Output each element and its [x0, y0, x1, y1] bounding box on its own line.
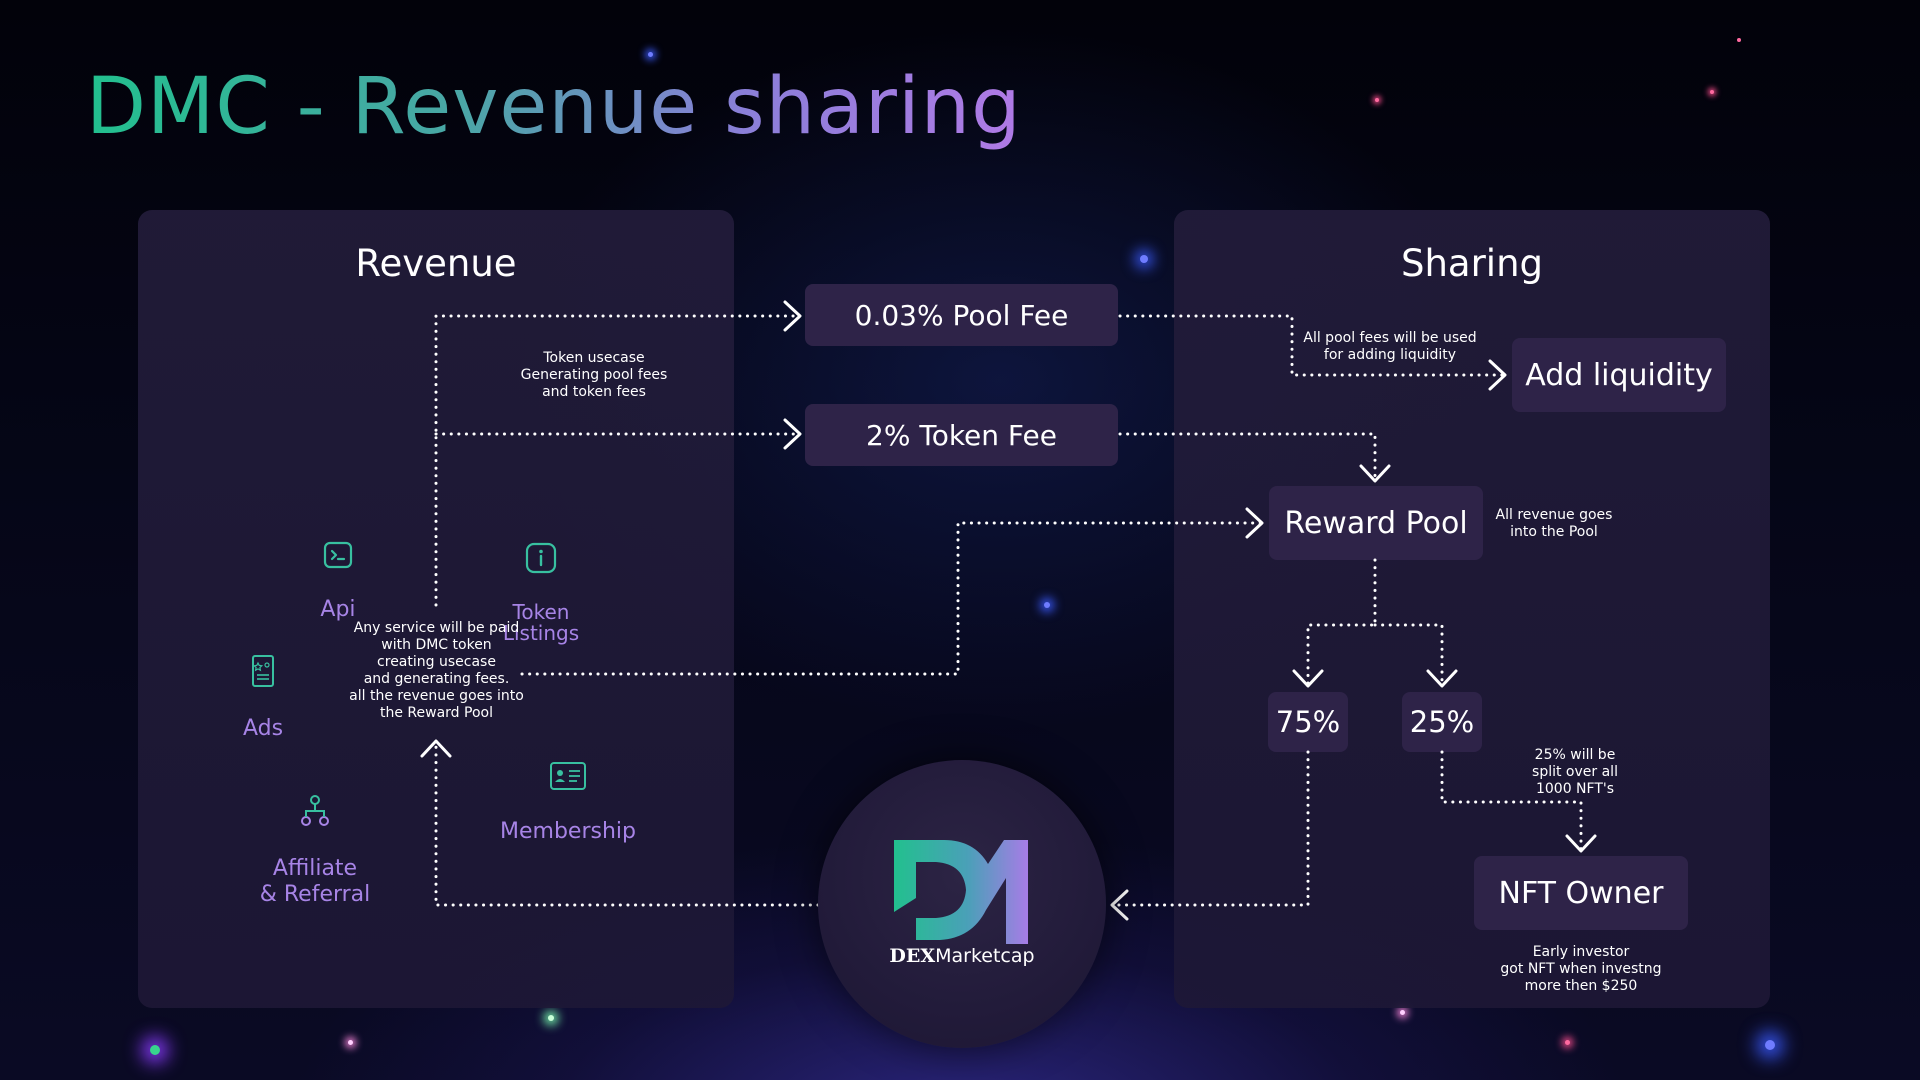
- split-75-box: 75%: [1268, 692, 1348, 752]
- service-token-listings-label: Token Listings: [502, 600, 580, 645]
- service-membership-label: Membership: [500, 819, 636, 844]
- reward-pool-note: All revenue goes into the Pool: [1495, 507, 1613, 540]
- service-api-label: Api: [320, 597, 356, 622]
- pool-fee-label: 0.03% Pool Fee: [854, 298, 1069, 332]
- pool-fee-box: 0.03% Pool Fee: [805, 284, 1118, 346]
- logo-wordmark-bold: DEX: [889, 945, 936, 967]
- token-usecase-note: Token usecase Generating pool fees and t…: [520, 350, 668, 400]
- split-75-label: 75%: [1275, 705, 1341, 739]
- service-affiliate: Affiliate & Referral: [240, 768, 390, 934]
- nft-owner-label: NFT Owner: [1498, 875, 1664, 911]
- split-25-label: 25%: [1409, 705, 1475, 739]
- info-icon: [525, 542, 557, 574]
- split-25-box: 25%: [1402, 692, 1482, 752]
- nft-owner-box: NFT Owner: [1474, 856, 1688, 930]
- service-api: Api: [298, 515, 378, 649]
- reward-pool-label: Reward Pool: [1284, 505, 1468, 541]
- add-liquidity-label: Add liquidity: [1525, 357, 1713, 393]
- terminal-icon: [323, 541, 353, 569]
- service-membership: Membership: [480, 735, 656, 871]
- nft-owner-note: Early investor got NFT when investng mor…: [1500, 944, 1662, 994]
- logo-wordmark-rest: Marketcap: [935, 945, 1035, 967]
- page-title: DMC - Revenue sharing: [86, 62, 1022, 152]
- sharing-panel-title: Sharing: [1400, 242, 1544, 285]
- token-fee-label: 2% Token Fee: [866, 418, 1057, 452]
- revenue-panel-title: Revenue: [355, 242, 517, 285]
- split-25-note: 25% will be split over all 1000 NFT's: [1532, 747, 1618, 797]
- service-ads-label: Ads: [242, 716, 284, 741]
- logo-wordmark: DEXMarketcap: [818, 945, 1106, 967]
- dm-logo-icon: [894, 840, 1028, 944]
- add-liquidity-note: All pool fees will be used for adding li…: [1303, 330, 1477, 363]
- token-fee-box: 2% Token Fee: [805, 404, 1118, 466]
- id-card-icon: [550, 762, 586, 790]
- reward-pool-box: Reward Pool: [1269, 486, 1483, 560]
- dex-marketcap-logo: DEXMarketcap: [818, 760, 1106, 1048]
- service-ads: Ads: [228, 628, 298, 768]
- service-token-listings: Token Listings: [490, 516, 592, 670]
- service-affiliate-label: Affiliate & Referral: [259, 856, 371, 907]
- add-liquidity-box: Add liquidity: [1512, 338, 1726, 412]
- document-icon: [252, 655, 274, 687]
- service-payment-note: Any service will be paid with DMC token …: [349, 620, 524, 721]
- network-icon: [301, 795, 329, 826]
